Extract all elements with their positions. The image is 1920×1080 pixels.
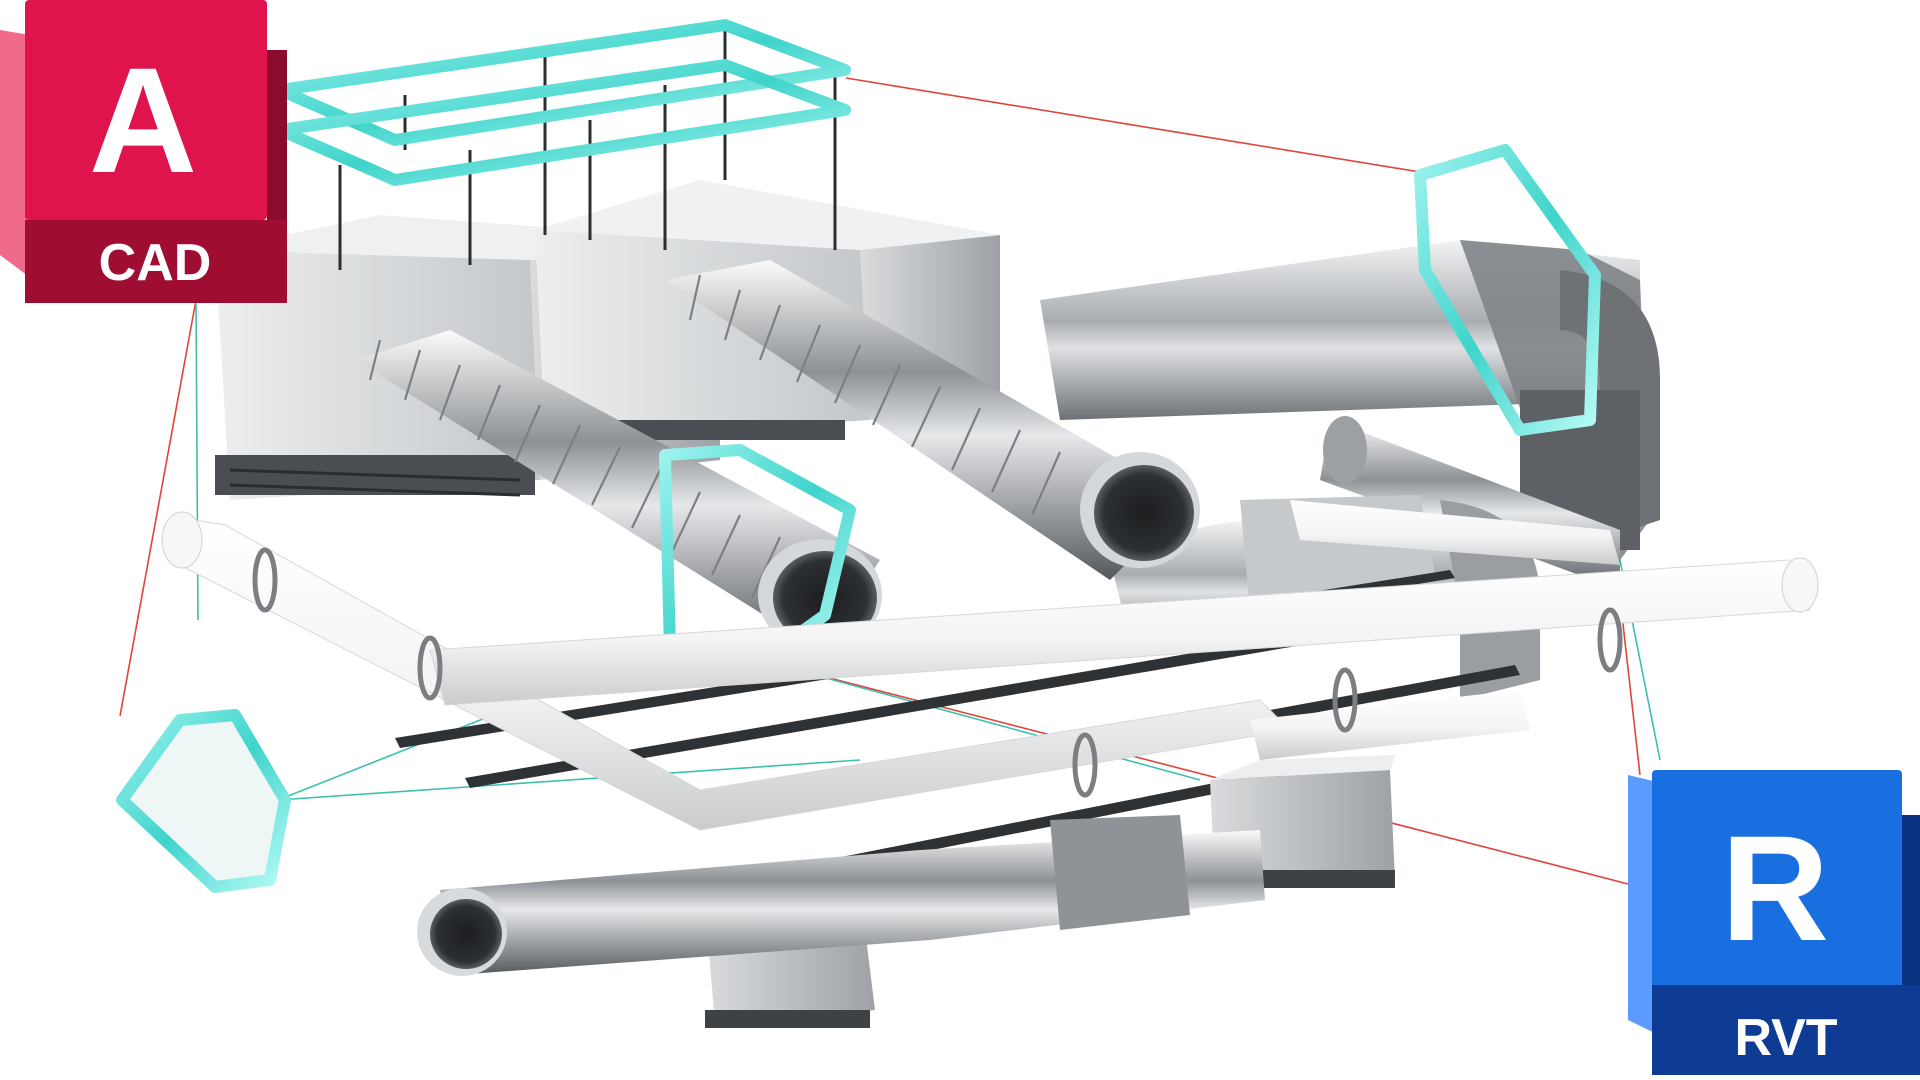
top-frame-highlight [274,19,851,186]
steel-pipe-main [417,815,1265,976]
connector-lines [119,77,1661,886]
rect-duct-highlight [1414,144,1601,436]
hanger-rods [338,30,837,270]
rectangular-duct [1040,240,1660,560]
autocad-logo-icon: A CAD [0,0,287,303]
revit-logo-label: RVT [1734,1009,1837,1067]
spiral-duct-right [665,260,1200,580]
pipe-clamps [252,547,1623,798]
autocad-logo-letter: A [89,36,197,204]
pipe-section-highlight [116,709,291,893]
autocad-logo-label: CAD [99,234,212,292]
white-insulated-pipes [161,500,1819,831]
revit-logo-icon: R RVT [1628,770,1920,1075]
revit-logo-letter: R [1721,804,1829,972]
